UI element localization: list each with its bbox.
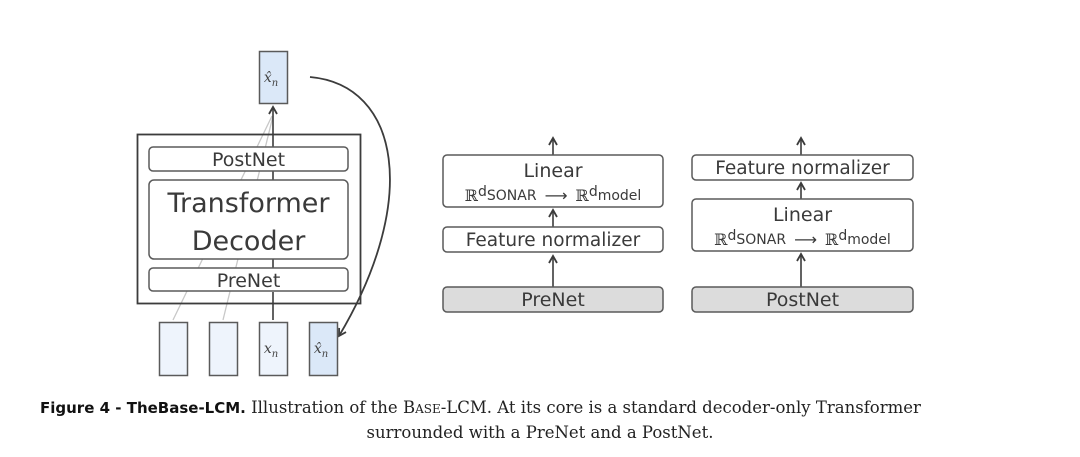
decoder-label: Decoder [192,226,307,257]
input-token-box [308,321,339,377]
linear-label: Linear [773,204,832,226]
input-token-symbol: xn [264,341,278,360]
postnet-label: PostNet [212,149,285,171]
transformer-decoder-box [148,179,349,260]
input-token-xn: xn [258,321,289,377]
base-lcm-overview: PostNet Transformer Decoder PreNet x̂n x… [136,50,391,377]
postnet-detail-diagram: Feature normalizer Linear ℝdSONAR⟶ℝdmode… [691,136,914,313]
caption-text: . At its core is a standard decoder-only… [486,398,921,417]
input-token-box [208,321,239,377]
input-tokens: xn x̂n [158,321,339,377]
dimension-mapping: ℝdSONAR⟶ℝdmodel [714,228,891,249]
output-token-box [258,50,289,105]
model-name: Base-LCM [402,398,487,417]
prenet-box [148,267,349,292]
postnet-title-box [691,286,914,313]
feature-normalizer-label: Feature normalizer [715,158,890,179]
prenet-detail-diagram: Linear ℝdSONAR⟶ℝdmodel Feature normalize… [442,136,664,313]
postnet-box [148,146,349,172]
output-token: x̂n [258,50,289,105]
output-token-symbol: x̂n [264,70,278,89]
caption-line-1: Figure 4 - TheBase-LCM. Illustration of … [40,396,921,420]
input-token [158,321,189,377]
prenet-title-box [442,286,664,313]
caption-title: TheBase-LCM. [126,399,246,417]
prenet-title-label: PreNet [521,289,585,311]
input-token-xhat-n: x̂n [308,321,339,377]
feedback-arrow [309,76,391,338]
feature-normalizer-label: Feature normalizer [466,230,641,251]
caption-line-2: surrounded with a PreNet and a PostNet. [366,423,714,442]
caption-text: Illustration of the [245,398,403,417]
input-token-symbol: x̂n [314,341,328,360]
transformer-label: Transformer [166,188,330,219]
linear-box [691,198,914,252]
figure-number: Figure 4 [40,399,111,417]
lcm-architecture-diagram: PostNet Transformer Decoder PreNet x̂n x… [136,50,914,377]
prenet-label: PreNet [217,270,281,292]
linear-label: Linear [523,160,582,182]
input-token [208,321,239,377]
lcm-block-outline [136,133,362,305]
input-token-box [158,321,189,377]
postnet-title-label: PostNet [766,289,839,311]
linear-box [442,154,664,208]
dimension-mapping: ℝdSONAR⟶ℝdmodel [465,184,642,205]
feature-normalizer-box [442,226,664,253]
caption-separator: - [110,399,127,417]
input-token-box [258,321,289,377]
feature-normalizer-box [691,154,914,181]
